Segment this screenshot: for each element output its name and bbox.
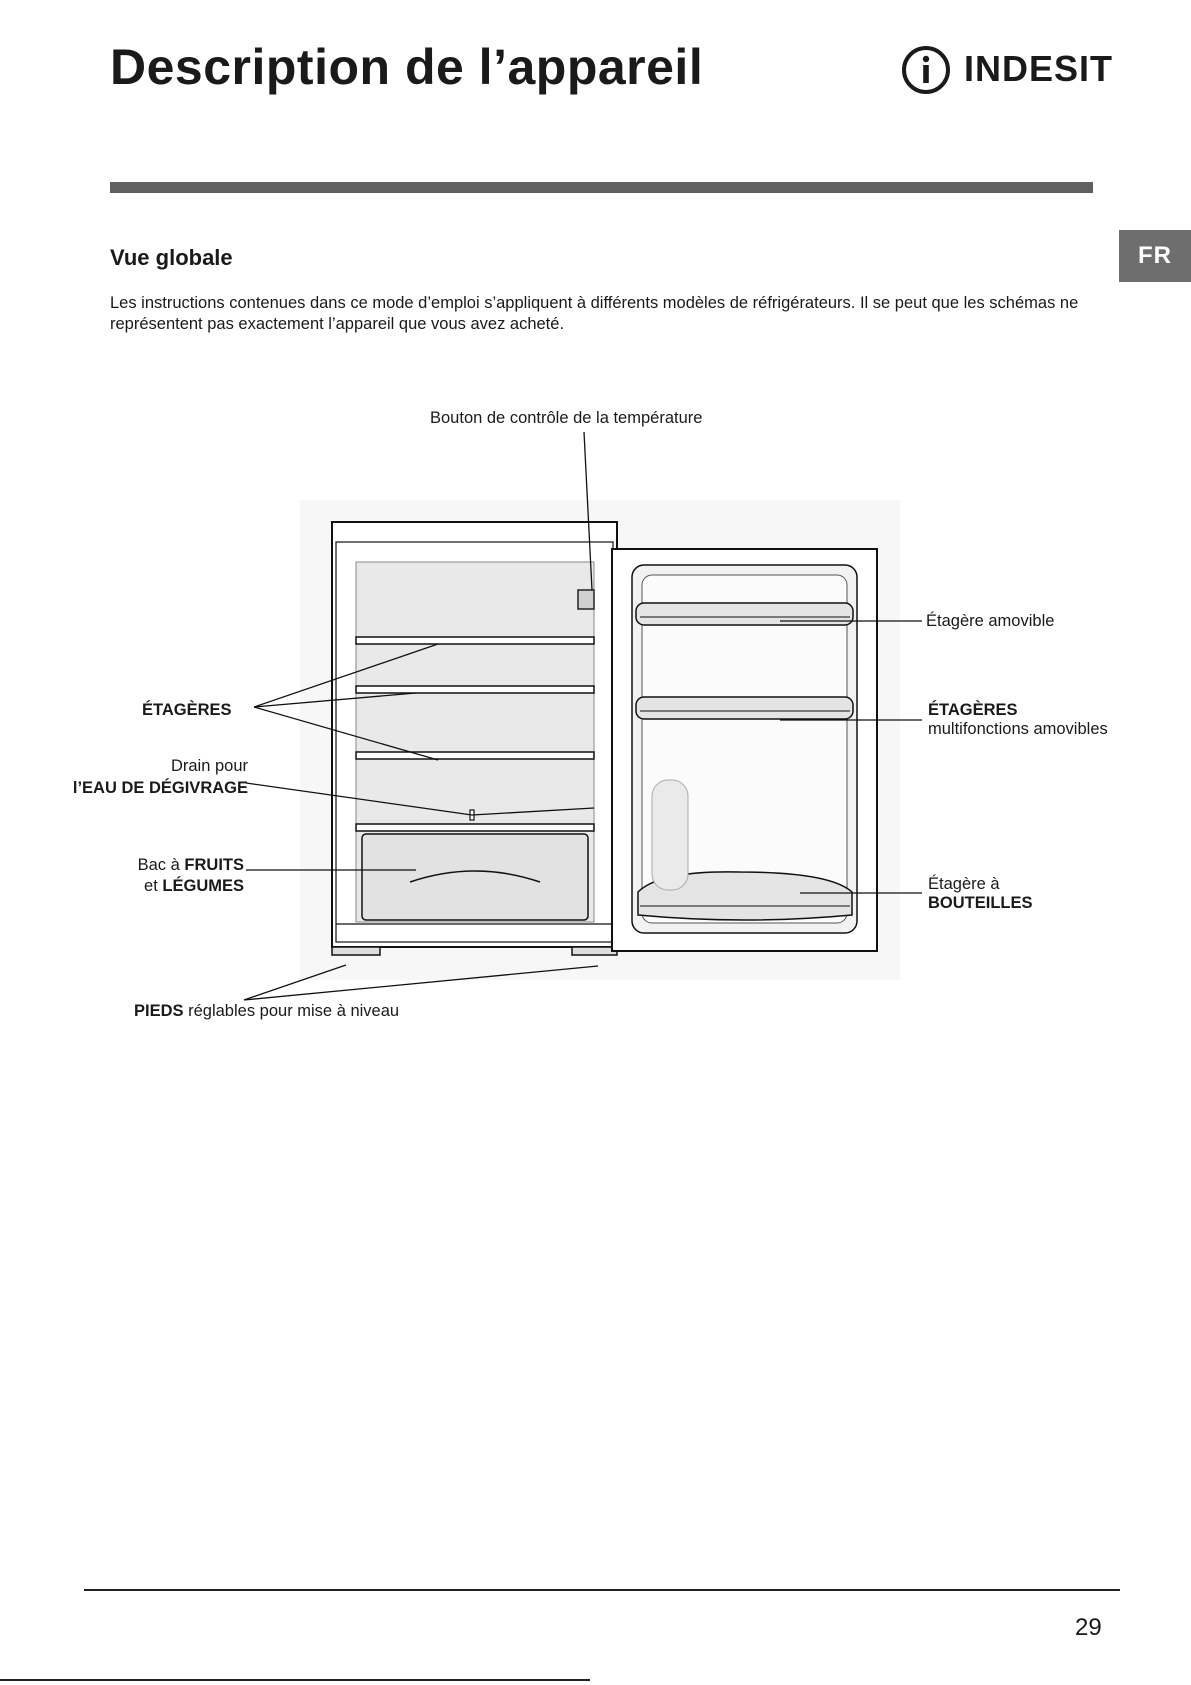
section-title: Vue globale [110,245,233,270]
bottle-shelf-label-line1: Étagère à [928,875,1000,893]
crisper-and: et [144,877,163,895]
thermostat-label: Bouton de contrôle de la température [430,409,703,427]
feet-label: PIEDS réglables pour mise à niveau [134,1001,399,1021]
crisper-vegetables: LÉGUMES [162,877,244,895]
shelves-label: ÉTAGÈRES [142,701,232,719]
drain-label-line2: l’EAU DE DÉGIVRAGE [72,779,248,797]
intro-paragraph: Les instructions contenues dans ce mode … [110,294,1079,333]
language-tab: FR [1119,230,1191,282]
page-title: Description de l’appareil [110,39,704,95]
drain-label-line1: Drain pour [170,757,248,775]
door-shelves-label-bold: ÉTAGÈRES [928,701,1018,719]
brand-logo: INDESIT [898,42,1112,98]
crisper-prefix: Bac à [137,856,185,874]
bottle-shelf-label-line2: BOUTEILLES [928,894,1033,912]
feet-bold: PIEDS [134,1002,184,1020]
feet-rest: réglables pour mise à niveau [183,1002,400,1020]
fridge-diagram [243,431,922,1001]
crisper-fruits: FRUITS [184,856,244,874]
crisper-label-line1: Bac à FRUITS [40,855,244,875]
page-number: 29 [1075,1614,1102,1641]
footer-rule [84,1589,1120,1591]
header-rule [110,182,1093,193]
indesit-logo-icon [902,46,950,94]
removable-shelf-label: Étagère amovible [926,612,1055,630]
brand-name: INDESIT [964,48,1114,89]
crisper-label-line2: et LÉGUMES [40,876,244,896]
door-shelves-label-rest: multifonctions amovibles [928,720,1108,738]
bottom-edge-rule [0,1679,590,1681]
